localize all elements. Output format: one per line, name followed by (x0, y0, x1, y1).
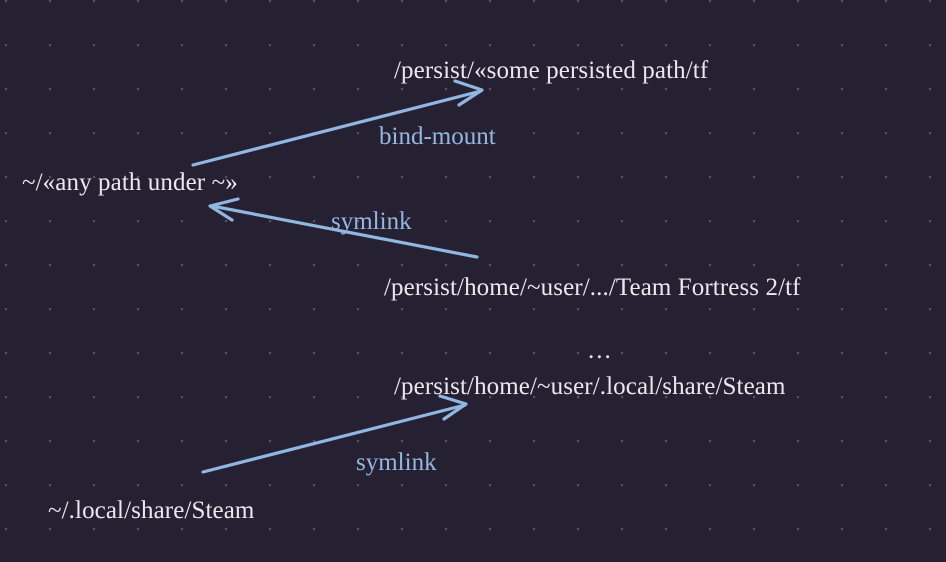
node-persist-some-path-tf: /persist/«some persisted path/tf (394, 57, 709, 84)
node-persist-home-steam: /persist/home/~user/.local/share/Steam (394, 373, 786, 400)
node-home-any-path: ~/«any path under ~» (22, 169, 238, 196)
edge-label-bind-mount: bind-mount (379, 123, 496, 150)
node-home-steam: ~/.local/share/Steam (48, 497, 255, 524)
edge-label-symlink-steam: symlink (356, 449, 437, 476)
edge-label-symlink-tf: symlink (331, 208, 412, 235)
ellipsis-marker: ... (588, 337, 613, 364)
node-persist-home-tf: /persist/home/~user/.../Team Fortress 2/… (384, 274, 801, 301)
